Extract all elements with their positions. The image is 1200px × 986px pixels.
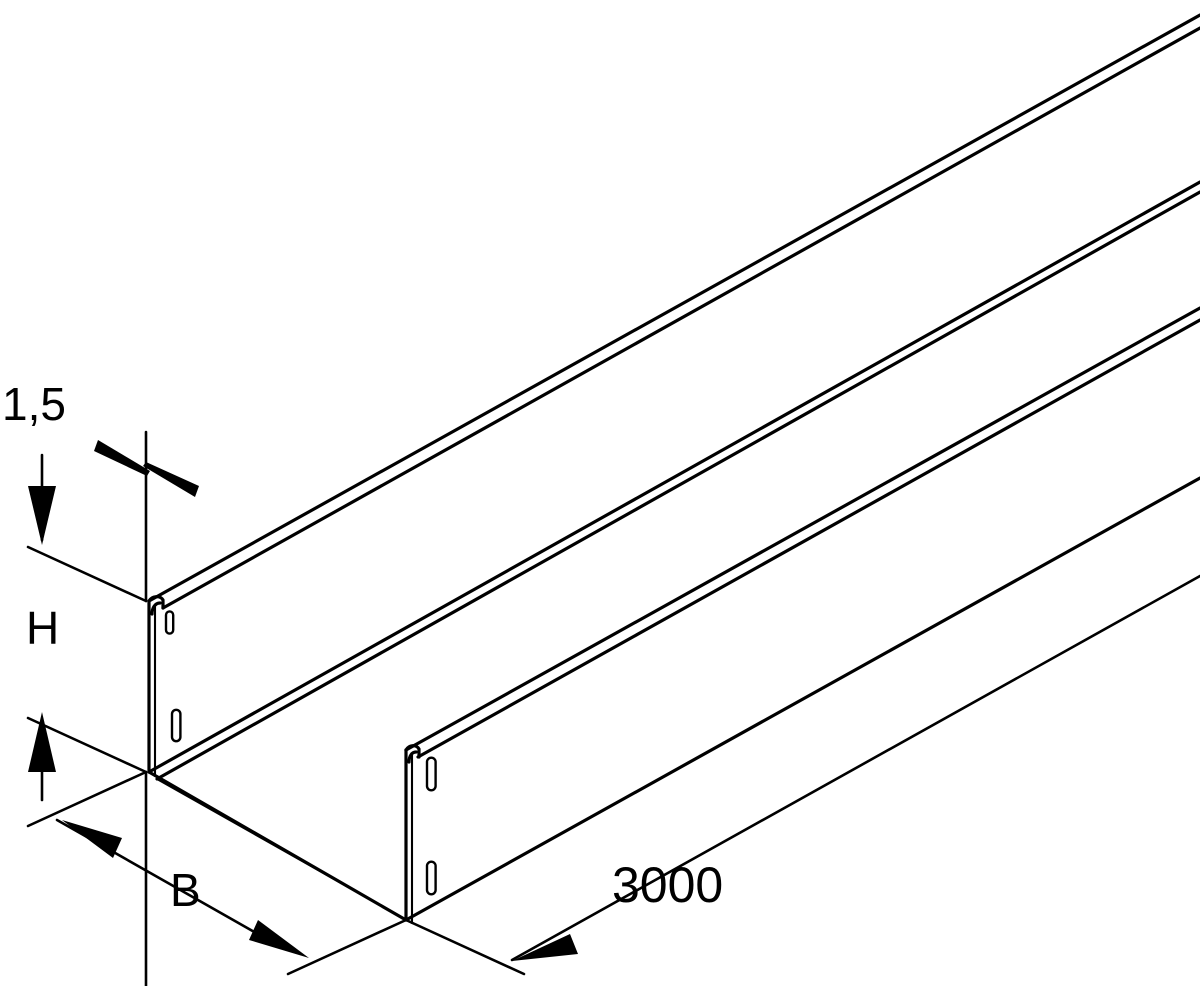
arrowhead-b-right	[249, 920, 309, 958]
floor-end-edge-thickness	[155, 777, 414, 925]
dimension-label-thickness: 1,5	[2, 378, 66, 430]
slot-group-near-wall	[425, 756, 437, 896]
extension-line-h-lower	[26, 716, 148, 774]
tray-geometry	[147, 13, 1200, 925]
near-wall-bead-top-outer	[404, 306, 1200, 752]
arrowhead-b-left	[62, 820, 122, 858]
arrowhead-h-up	[28, 712, 56, 772]
dimension-line-3000	[510, 574, 1200, 962]
extension-line-b-right	[286, 918, 408, 976]
arrowhead-3000-left	[512, 934, 578, 961]
dimension-labels: 1,5 H B 3000	[2, 378, 723, 916]
arrowheads	[28, 440, 578, 961]
far-wall-bead-top-inner	[161, 26, 1200, 610]
dimension-label-width: B	[170, 864, 201, 916]
near-wall-bead-left-cap	[404, 744, 421, 759]
extension-line-3000-left	[404, 918, 526, 976]
arrowhead-thickness-left	[94, 440, 150, 476]
near-wall-bead-top-inner	[416, 318, 1200, 759]
slot-icon	[164, 610, 175, 635]
far-wall-bead-top-outer	[147, 13, 1200, 603]
dimension-label-height: H	[26, 602, 59, 654]
slot-group-far-wall	[164, 610, 182, 743]
slot-icon	[425, 756, 437, 792]
extension-line-b-left	[26, 770, 148, 828]
dimension-label-length: 3000	[612, 857, 723, 913]
slot-icon	[170, 708, 182, 743]
arrowhead-h-down	[28, 486, 56, 545]
arrowhead-thickness-right	[143, 462, 199, 497]
far-wall-bead-left-cap	[147, 595, 165, 610]
far-wall-inner-bottom-edge	[147, 180, 1200, 774]
slot-icon	[425, 860, 437, 896]
near-wall-bottom-edge	[404, 476, 1200, 922]
extension-line-h-upper	[26, 545, 148, 603]
far-wall-outer-bottom-edge	[155, 190, 1200, 781]
